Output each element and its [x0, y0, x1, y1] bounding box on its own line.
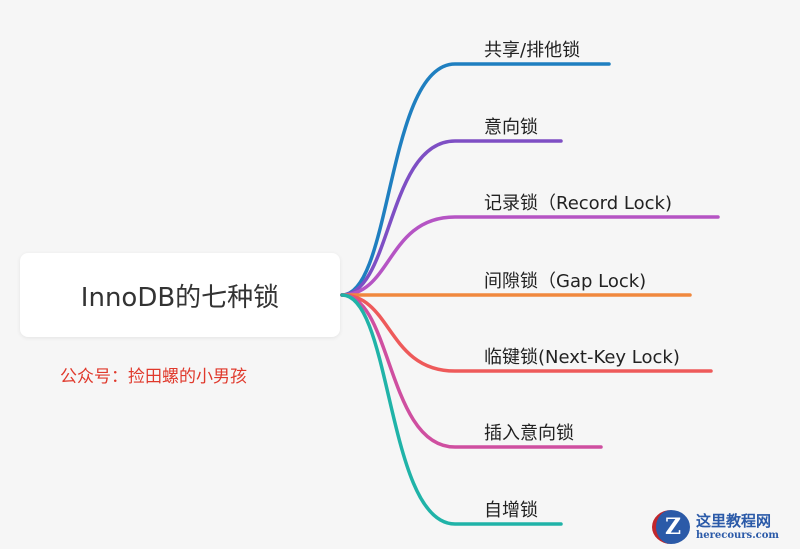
branch-auto-inc-lock[interactable]: 自增锁 [484, 500, 538, 521]
branch-insert-intention-lock[interactable]: 插入意向锁 [484, 423, 574, 444]
branch-connector [340, 139, 563, 297]
branch-gap-lock[interactable]: 间隙锁（Gap Lock) [484, 271, 647, 292]
author-note: 公众号：捡田螺的小男孩 [60, 367, 247, 387]
branch-connector [340, 215, 720, 297]
branch-connector [340, 62, 611, 297]
branch-connector [340, 293, 713, 373]
branch-intention-lock[interactable]: 意向锁 [484, 117, 538, 138]
watermark-name: 这里教程网 [696, 512, 772, 531]
watermark: Z 这里教程网 herecours.com [652, 505, 800, 549]
branch-next-key-lock[interactable]: 临键锁(Next-Key Lock) [484, 347, 680, 368]
watermark-url: herecours.com [696, 529, 780, 541]
root-node[interactable]: InnoDB的七种锁 [20, 253, 340, 337]
branch-record-lock[interactable]: 记录锁（Record Lock) [484, 193, 672, 214]
root-title: InnoDB的七种锁 [80, 282, 280, 313]
watermark-logo-icon: Z [652, 510, 690, 544]
branch-shared-exclusive-lock[interactable]: 共享/排他锁 [484, 40, 581, 61]
branch-connector [340, 293, 563, 526]
branch-connector [340, 293, 603, 449]
